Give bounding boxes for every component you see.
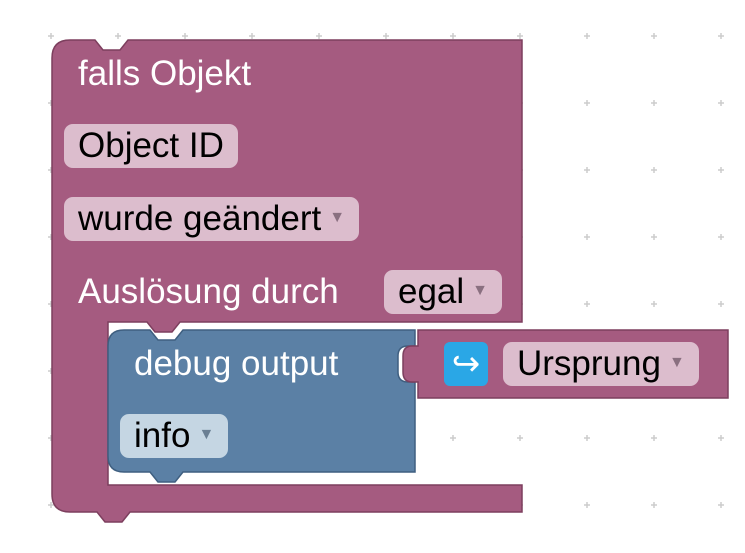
dropdown-arrow-icon: ▼ <box>472 281 489 299</box>
log-level-dropdown-text: info <box>134 416 191 455</box>
dropdown-arrow-icon: ▼ <box>329 208 346 226</box>
trigger-source-dropdown[interactable]: egal ▼ <box>384 270 503 314</box>
value-dropdown-text: Ursprung <box>517 344 661 383</box>
return-arrow-icon: ↪ <box>444 342 488 386</box>
condition-dropdown[interactable]: wurde geändert ▼ <box>64 197 360 241</box>
debug-output-label: debug output <box>134 344 339 383</box>
trigger-source-dropdown-text: egal <box>398 272 465 311</box>
dropdown-arrow-icon: ▼ <box>668 353 685 371</box>
condition-dropdown-text: wurde geändert <box>78 199 322 238</box>
log-level-dropdown[interactable]: info ▼ <box>120 414 229 458</box>
object-id-field[interactable]: Object ID <box>64 124 238 168</box>
dropdown-arrow-icon: ▼ <box>198 425 215 443</box>
trigger-source-label: Auslösung durch <box>78 272 339 311</box>
object-id-field-text: Object ID <box>78 126 224 165</box>
trigger-block-title: falls Objekt <box>78 54 252 93</box>
value-dropdown[interactable]: Ursprung ▼ <box>503 342 699 386</box>
